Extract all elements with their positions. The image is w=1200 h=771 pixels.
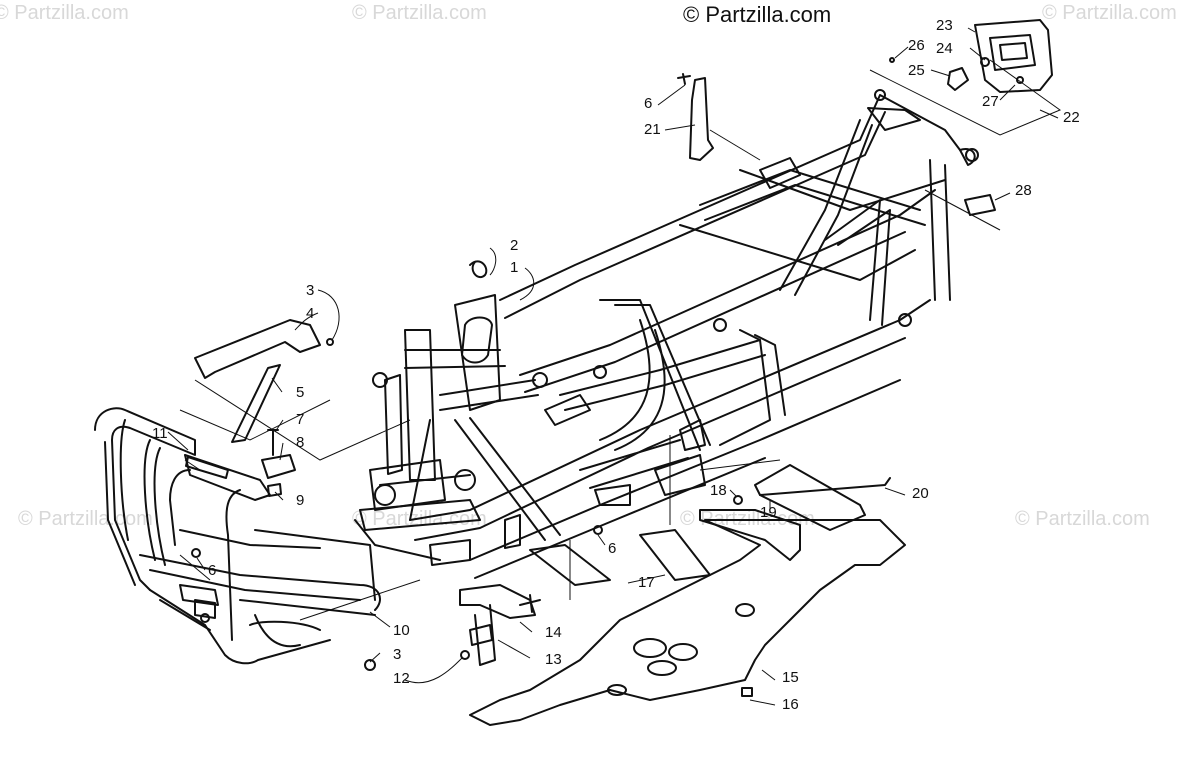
callout-13: 13 bbox=[545, 651, 562, 668]
front-bracket bbox=[194, 319, 321, 379]
callout-22: 22 bbox=[1063, 109, 1080, 126]
bolt-6-top bbox=[677, 73, 691, 85]
guide-lines bbox=[179, 59, 1062, 621]
watermark-mid-left: © Partzilla.com bbox=[18, 508, 153, 530]
callout-7: 7 bbox=[296, 411, 305, 428]
callout-5: 5 bbox=[296, 384, 305, 401]
callout-15: 15 bbox=[782, 669, 799, 686]
callout-6-bumper: 6 bbox=[208, 562, 217, 579]
callout-19: 19 bbox=[760, 504, 777, 521]
callout-27: 27 bbox=[982, 93, 999, 110]
callout-28: 28 bbox=[1015, 182, 1032, 199]
callout-6-top: 6 bbox=[644, 95, 653, 112]
callout-12: 12 bbox=[393, 670, 410, 687]
skid-plate bbox=[469, 519, 906, 726]
copyright-label: © Partzilla.com bbox=[683, 2, 832, 27]
bolt-6-bumper bbox=[191, 548, 201, 558]
foot-pad-left bbox=[529, 544, 611, 586]
callout-24: 24 bbox=[936, 40, 953, 57]
reflector bbox=[964, 194, 996, 216]
rear-bracket bbox=[689, 77, 714, 161]
callout-25: 25 bbox=[908, 62, 925, 79]
watermark-top-right: © Partzilla.com bbox=[1042, 2, 1177, 24]
callout-3-top: 3 bbox=[306, 282, 315, 299]
watermark-top-left: © Partzilla.com bbox=[0, 2, 129, 24]
watermark-top-center: © Partzilla.com bbox=[352, 2, 487, 24]
clamp-plate bbox=[261, 454, 296, 479]
bolt-3-bottom bbox=[364, 659, 376, 671]
callout-6-mid: 6 bbox=[608, 540, 617, 557]
skid-plate-holes bbox=[607, 603, 755, 696]
callout-9: 9 bbox=[296, 492, 305, 509]
mount-bracket bbox=[459, 584, 541, 666]
leader-lines bbox=[167, 27, 1059, 706]
bolt-18 bbox=[733, 495, 743, 505]
callout-3-bottom: 3 bbox=[393, 646, 402, 663]
callout-4: 4 bbox=[306, 305, 315, 322]
callout-17: 17 bbox=[638, 574, 655, 591]
callout-10: 10 bbox=[393, 622, 410, 639]
callout-21: 21 bbox=[644, 121, 661, 138]
front-strut bbox=[231, 364, 281, 443]
callout-18: 18 bbox=[710, 482, 727, 499]
callout-26: 26 bbox=[908, 37, 925, 54]
wire-clip bbox=[469, 260, 488, 279]
skid-plate-bolt bbox=[741, 687, 753, 697]
bumper-badge bbox=[185, 456, 229, 479]
callout-11: 11 bbox=[152, 425, 168, 442]
callout-14: 14 bbox=[545, 624, 562, 641]
foot-pad-right bbox=[639, 529, 711, 581]
callout-1: 1 bbox=[510, 259, 519, 276]
callout-20: 20 bbox=[912, 485, 929, 502]
watermark-mid-right: © Partzilla.com bbox=[1015, 508, 1150, 530]
clamp-nut bbox=[267, 483, 282, 497]
callout-23: 23 bbox=[936, 17, 953, 34]
front-bumper bbox=[94, 407, 381, 665]
bolt-6-mid bbox=[593, 525, 603, 535]
bolt-3-top bbox=[326, 338, 334, 346]
footwell-tube bbox=[699, 477, 891, 561]
tail-light bbox=[889, 19, 1053, 93]
callout-2: 2 bbox=[510, 237, 519, 254]
main-frame bbox=[354, 89, 979, 579]
callout-16: 16 bbox=[782, 696, 799, 713]
clamp-bolt bbox=[267, 429, 279, 456]
callout-8: 8 bbox=[296, 434, 305, 451]
